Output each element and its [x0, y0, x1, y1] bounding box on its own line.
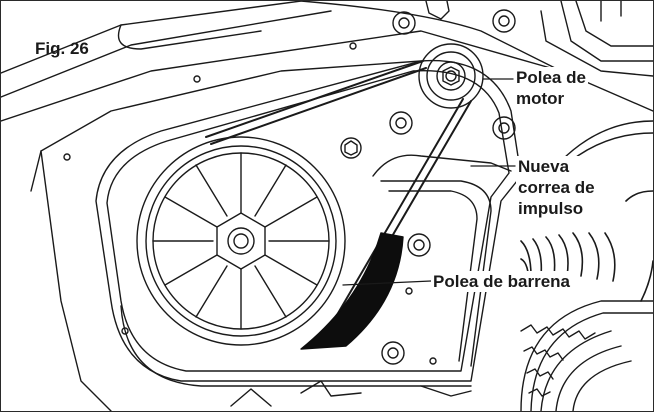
drive-belt	[205, 60, 472, 342]
drive-belt-label-line-2: correa de	[518, 178, 595, 197]
belt-direction-marker	[300, 232, 404, 350]
drive-belt-label-line-3: impulso	[518, 199, 584, 218]
auger-pulley-label: Polea de barrena	[431, 271, 573, 292]
motor-pulley-label-line-1: Polea de	[516, 68, 586, 87]
mounting-bolts	[63, 9, 516, 365]
motor-pulley-label-line-2: motor	[516, 89, 565, 108]
drive-belt-label: Nueva correa de impulso	[516, 156, 597, 219]
motor-pulley-label: Polea de motor	[514, 67, 588, 109]
auger-housing	[520, 120, 653, 411]
pulley-spokes	[152, 152, 330, 330]
auger-pulley	[136, 136, 346, 346]
callout-leaders	[342, 78, 516, 286]
auger-teeth	[520, 324, 596, 397]
figure-label: Fig. 26	[35, 39, 89, 58]
frame-details	[230, 1, 472, 407]
motor-pulley	[418, 43, 484, 109]
auger-pulley-label-line-1: Polea de barrena	[433, 272, 571, 291]
drive-belt-label-line-1: Nueva	[518, 157, 570, 176]
